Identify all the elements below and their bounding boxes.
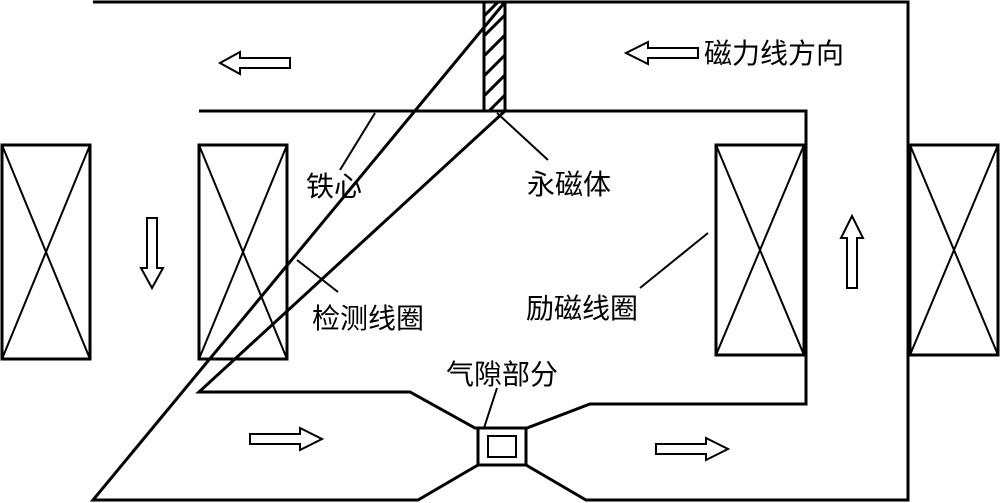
hollow-arrow-left-icon (623, 40, 699, 66)
hollow-arrow-right-icon (655, 436, 731, 462)
air-gap-block (476, 426, 528, 467)
hollow-arrow-up-icon (839, 213, 865, 289)
excitation-coil-leader-line (639, 232, 709, 289)
detection-coil-leader-line (296, 259, 339, 293)
detection-coil-label: 检测线圈 (312, 302, 424, 335)
excitation-coil-label: 励磁线圈 (526, 292, 638, 325)
outer-left-coil (0, 143, 92, 361)
hollow-arrow-left-icon (217, 50, 291, 76)
hollow-arrow-right-icon (249, 426, 325, 452)
permanent-magnet-label: 永磁体 (527, 168, 611, 201)
magnet-leader-line (496, 112, 549, 161)
air-gap-label: 气隙部分 (446, 358, 558, 391)
air-gap-leader-line (483, 387, 498, 429)
hollow-arrow-down-icon (139, 217, 165, 291)
detection-coil (197, 143, 289, 361)
air-gap-inner (487, 435, 517, 458)
permanent-magnet (482, 0, 507, 113)
core-leader-line (339, 112, 376, 171)
core-label: 铁心 (306, 170, 362, 203)
flux-direction-label: 磁力线方向 (704, 37, 844, 70)
outer-right-coil (908, 143, 1000, 357)
excitation-coil (714, 143, 806, 357)
